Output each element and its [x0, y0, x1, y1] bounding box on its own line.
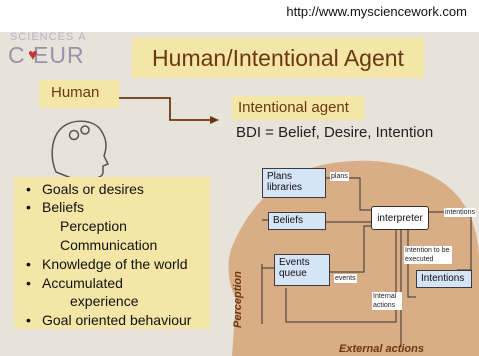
interpreter-box: interpreter: [371, 206, 429, 230]
connector-internal: [285, 228, 397, 323]
events-label: events: [334, 274, 357, 283]
transition-arrowhead: [210, 116, 219, 124]
human-head-icon: [51, 120, 110, 186]
lecture-slide: SCIENCES À C EUR ♥ Human/Intentional Age…: [0, 32, 479, 356]
external-actions-label: External actions: [339, 343, 424, 355]
human-capabilities-list: Goals or desires Beliefs Perception Comm…: [14, 177, 210, 329]
heart-icon: ♥: [28, 47, 38, 64]
list-item: Perception: [60, 218, 127, 234]
gear-icon: [68, 129, 80, 141]
bdi-definition: BDI = Belief, Desire, Intention: [236, 124, 434, 141]
list-item: Goals or desires: [14, 181, 144, 197]
source-url[interactable]: http://www.mysciencework.com: [286, 4, 467, 19]
intention-exec-label: Intention to be executed: [404, 246, 452, 264]
intentional-agent-label: Intentional agent: [232, 96, 364, 120]
gear-icon-2: [80, 125, 90, 135]
plans-libraries-box: Plans libraries: [262, 168, 326, 198]
intentions-label: intentions: [444, 208, 476, 217]
list-item: Communication: [60, 237, 158, 253]
intentions-box: Intentions: [416, 270, 472, 288]
list-item: Accumulated: [14, 275, 123, 291]
human-label: Human: [39, 80, 119, 108]
list-item: Beliefs: [14, 199, 84, 215]
transition-arrow: [110, 97, 210, 121]
connector-events: [326, 225, 371, 273]
list-item: Goal oriented behaviour: [14, 312, 191, 328]
list-item: experience: [70, 293, 139, 309]
events-queue-box: Events queue: [274, 254, 330, 286]
beliefs-box: Beliefs: [268, 212, 326, 230]
list-item: Knowledge of the world: [14, 256, 188, 272]
perception-label: Perception: [232, 271, 244, 328]
sciences-a-coeur-logo[interactable]: SCIENCES À C EUR ♥: [8, 32, 87, 68]
internal-actions-label: Internal actions: [372, 292, 402, 310]
plans-label: plans: [330, 172, 349, 181]
slide-title: Human/Intentional Agent: [132, 38, 424, 78]
